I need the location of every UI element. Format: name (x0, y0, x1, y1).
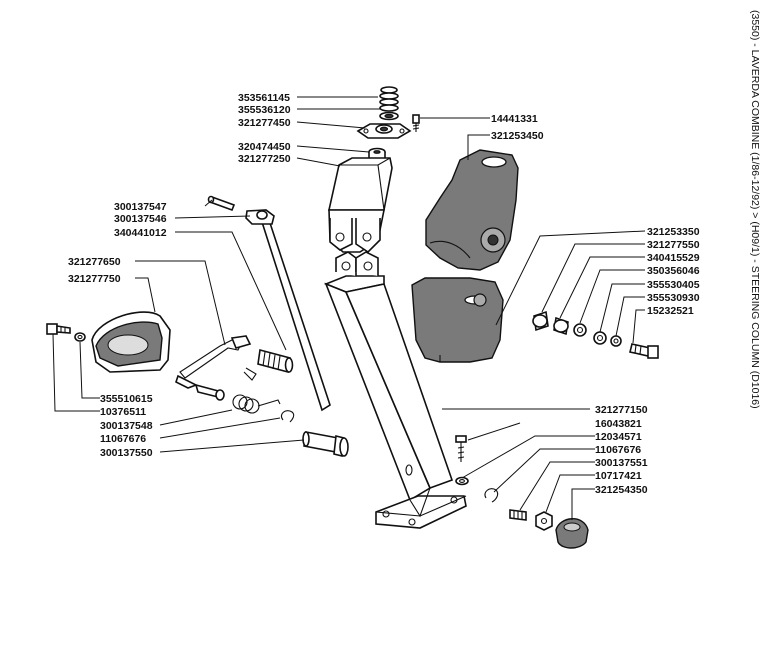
label-355530930: 355530930 (647, 292, 700, 304)
torsion-spring (232, 367, 281, 414)
label-340415529: 340415529 (647, 252, 700, 264)
label-321277150: 321277150 (595, 404, 648, 416)
pin-small (207, 195, 236, 212)
label-11067676-left: 11067676 (100, 433, 146, 445)
pin-collar (245, 209, 275, 225)
label-16043821: 16043821 (595, 418, 642, 430)
label-355536120: 355536120 (238, 104, 291, 116)
label-353561145: 353561145 (238, 92, 290, 104)
label-300137551: 300137551 (595, 457, 648, 469)
label-300137546: 300137546 (114, 213, 167, 225)
label-321277750: 321277750 (68, 273, 121, 285)
label-321277450: 321277450 (238, 117, 291, 129)
label-321253450: 321253450 (491, 130, 544, 142)
leader-lines (52, 96, 646, 520)
label-300137550: 300137550 (100, 447, 153, 459)
label-14441331: 14441331 (491, 113, 538, 125)
long-rod (260, 219, 331, 412)
label-321277550: 321277550 (647, 239, 700, 251)
label-355530405: 355530405 (647, 279, 700, 291)
spring-stack (379, 86, 399, 121)
label-11067676-right: 11067676 (595, 444, 641, 456)
lower-housing (411, 277, 504, 363)
steering-column-tube (323, 251, 467, 529)
pedal-washer (74, 332, 86, 342)
label-340441012: 340441012 (114, 227, 167, 239)
part-labels: 353561145 355536120 321277450 14441331 3… (68, 92, 700, 496)
pedal-bolt (46, 323, 71, 335)
small-screw (412, 114, 420, 132)
label-300137548: 300137548 (100, 420, 153, 432)
label-321254350: 321254350 (595, 484, 648, 496)
label-10717421: 10717421 (595, 470, 642, 482)
flange-plate (356, 123, 412, 139)
label-12034571: 12034571 (595, 431, 642, 443)
upper-housing (425, 149, 519, 271)
label-15232521: 15232521 (647, 305, 694, 317)
knurled-sleeve (257, 348, 294, 374)
right-hardware (532, 310, 659, 359)
label-320474450: 320474450 (238, 141, 291, 153)
circlip-left (280, 410, 295, 423)
pivot-pin (302, 431, 349, 457)
pedal-pad (91, 311, 171, 373)
label-321253350: 321253350 (647, 226, 700, 238)
label-350356046: 350356046 (647, 265, 700, 277)
upper-bracket (328, 157, 393, 254)
pedal-arm (175, 335, 252, 401)
label-300137547: 300137547 (114, 201, 167, 213)
label-355510615: 355510615 (100, 393, 153, 405)
label-321277250: 321277250 (238, 153, 291, 165)
side-title: (3550) - LAVERDA COMBINE (1/86-12/92) > … (749, 10, 761, 409)
label-10376511: 10376511 (100, 406, 146, 418)
lower-hardware (455, 435, 589, 549)
label-321277650: 321277650 (68, 256, 121, 268)
